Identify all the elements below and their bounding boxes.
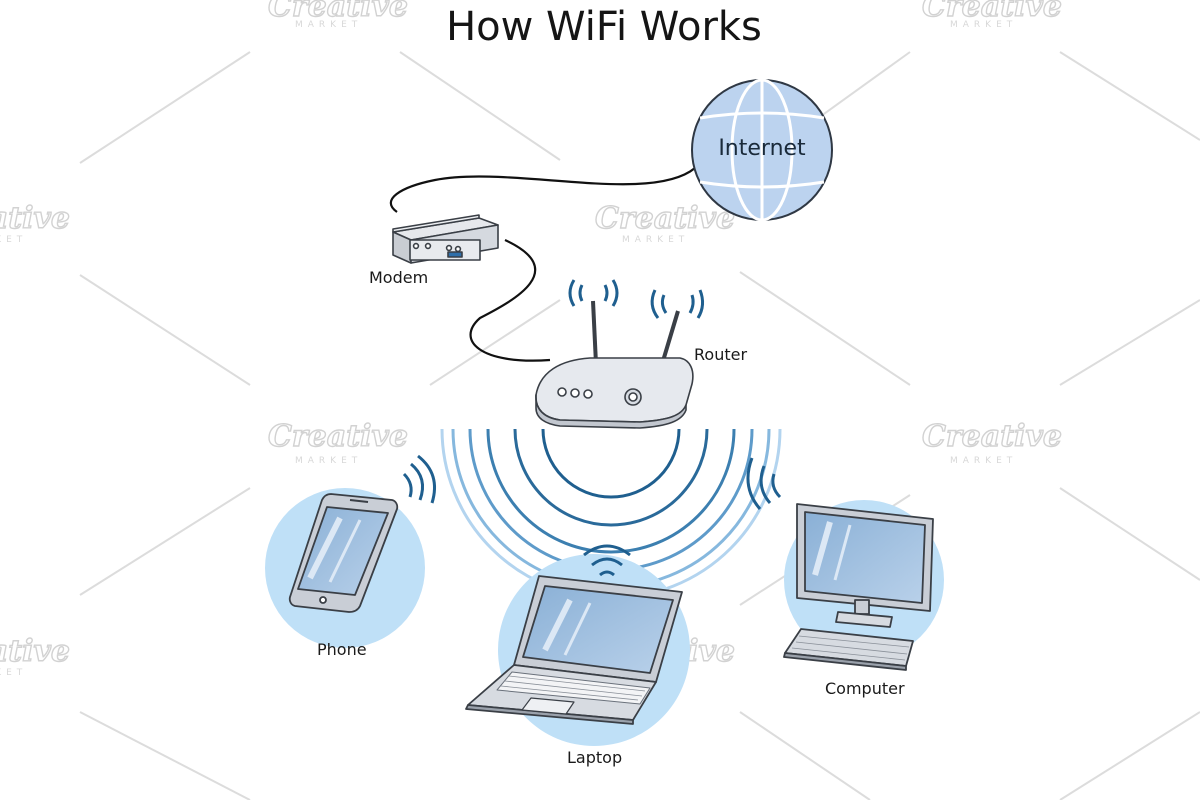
watermark-lines <box>79 51 1200 801</box>
phone-icon <box>288 493 399 613</box>
router-label: Router <box>694 345 748 364</box>
antenna-signal-icon <box>568 279 705 319</box>
cable-internet-modem <box>389 167 696 213</box>
svg-text:Creative: Creative <box>922 419 1062 454</box>
computer-keyboard-keys <box>791 635 910 661</box>
computer-label: Computer <box>825 679 905 698</box>
computer-signal-icon <box>746 457 782 510</box>
svg-text:MARKET: MARKET <box>295 456 362 466</box>
laptop-icon <box>465 575 683 725</box>
svg-text:MARKET: MARKET <box>295 20 362 30</box>
svg-text:MARKET: MARKET <box>0 668 27 678</box>
computer-icon <box>783 503 934 671</box>
laptop-label: Laptop <box>567 748 623 767</box>
svg-text:MARKET: MARKET <box>950 20 1017 30</box>
svg-text:MARKET: MARKET <box>0 235 27 245</box>
svg-text:Creative: Creative <box>268 419 408 454</box>
modem-icon <box>392 214 499 264</box>
svg-text:Creative: Creative <box>0 201 70 236</box>
phone-signal-icon <box>402 454 436 504</box>
laptop-keyboard-keys <box>500 675 646 701</box>
internet-label: Internet <box>718 136 806 161</box>
svg-text:Creative: Creative <box>595 201 735 236</box>
svg-text:Creative: Creative <box>922 0 1062 24</box>
phone-label: Phone <box>317 640 367 659</box>
laptop-signal-icon <box>583 544 631 577</box>
router-icon <box>535 300 694 429</box>
svg-text:MARKET: MARKET <box>622 235 689 245</box>
svg-text:Creative: Creative <box>268 0 408 24</box>
svg-text:MARKET: MARKET <box>950 456 1017 466</box>
internet-globe-icon <box>691 78 833 222</box>
modem-label: Modem <box>369 268 429 287</box>
svg-text:Creative: Creative <box>0 634 70 669</box>
page-title: How WiFi Works <box>446 4 762 50</box>
cable-modem-router <box>469 239 551 362</box>
